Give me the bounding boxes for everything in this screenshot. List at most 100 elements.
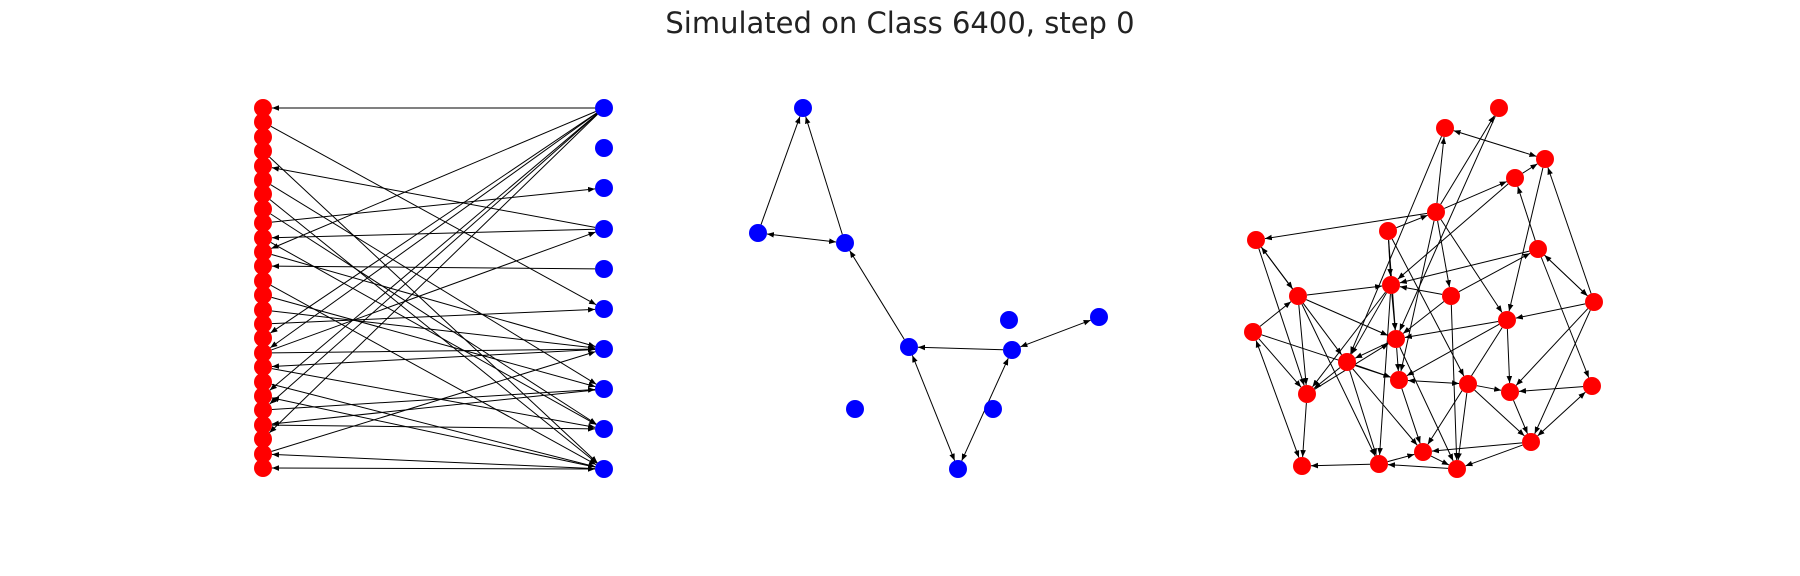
bipartite-node	[595, 260, 613, 278]
dense-graph-edge	[1537, 391, 1586, 437]
bipartite-edge	[271, 387, 596, 410]
dense-graph-edge	[1351, 292, 1387, 355]
dense-graph-edge	[1387, 453, 1415, 463]
bipartite-edge	[270, 241, 597, 426]
bipartite-node	[595, 220, 613, 238]
bipartite-edge	[270, 284, 597, 466]
bipartite-edge	[271, 296, 596, 388]
dense-graph-node	[1583, 377, 1601, 395]
dense-graph-edge	[1518, 386, 1584, 394]
sparse-graph-edge	[849, 250, 905, 340]
bipartite-edge	[269, 199, 598, 464]
sparse-graph-edge	[760, 116, 801, 225]
dense-graph-node	[1522, 433, 1540, 451]
sparse-graph-node	[836, 234, 854, 252]
bipartite-edge	[271, 263, 596, 270]
dense-graph-edge	[1355, 364, 1391, 378]
figure-title: Simulated on Class 6400, step 0	[665, 6, 1135, 40]
bipartite-edge	[271, 389, 596, 427]
sparse-graph-node	[1003, 341, 1021, 359]
bipartite-node	[254, 459, 272, 477]
dense-graph-edge	[1507, 167, 1544, 312]
bipartite-node	[254, 344, 272, 362]
dense-graph-node	[1427, 203, 1445, 221]
dense-graph-edge	[1264, 212, 1428, 241]
dense-graph-node	[1382, 276, 1400, 294]
dense-graph-edge	[1476, 385, 1502, 392]
dense-graph-edge	[1437, 220, 1451, 288]
bipartite-edge	[269, 156, 598, 464]
dense-graph-edge	[1391, 238, 1465, 377]
bipartite-node	[254, 329, 272, 347]
bipartite-edge	[271, 231, 596, 351]
sparse-graph-edge	[917, 344, 1004, 351]
dense-graph-edge	[1444, 181, 1507, 209]
dense-graph-node	[1244, 323, 1262, 341]
dense-graph-node	[1459, 375, 1477, 393]
dense-graph-node	[1289, 287, 1307, 305]
dense-graph-node	[1442, 287, 1460, 305]
dense-graph-edge	[1310, 462, 1371, 469]
dense-graph-edge	[1458, 252, 1531, 293]
dense-graph-edge	[1354, 342, 1389, 359]
bipartite-node	[254, 373, 272, 391]
bipartite-node	[254, 286, 272, 304]
dense-graph-edge	[1300, 402, 1307, 458]
dense-graph-edge	[1259, 301, 1292, 327]
bipartite-node	[254, 301, 272, 319]
bipartite-edge	[271, 351, 596, 452]
dense-graph-node	[1379, 222, 1397, 240]
bipartite-node	[254, 214, 272, 232]
sparse-graph-node	[749, 224, 767, 242]
bipartite-edge	[271, 310, 596, 350]
dense-graph-edge	[1517, 186, 1536, 241]
sparse-graph-edge	[1020, 319, 1091, 348]
bipartite-node	[254, 401, 272, 419]
sparse-graph-edge	[766, 232, 837, 244]
dense-graph-edge	[1430, 455, 1450, 466]
bipartite-edge	[271, 186, 596, 223]
dense-graph-edge	[1298, 304, 1309, 386]
dense-graph-node	[1506, 169, 1524, 187]
nodes-layer	[254, 99, 1603, 478]
dense-graph-edge	[1399, 346, 1454, 462]
bipartite-node	[595, 139, 613, 157]
dense-graph-edge	[1515, 308, 1589, 386]
dense-graph-edge	[1465, 444, 1523, 467]
sparse-graph-node	[984, 400, 1002, 418]
dense-graph-edge	[1544, 254, 1588, 297]
dense-graph-edge	[1515, 303, 1586, 320]
dense-graph-edge	[1258, 248, 1305, 386]
bipartite-node	[254, 243, 272, 261]
dense-graph-node	[1390, 371, 1408, 389]
bipartite-edge	[271, 306, 596, 325]
dense-graph-edge	[1534, 310, 1591, 434]
sparse-graph-node	[1090, 308, 1108, 326]
dense-graph-edge	[1436, 136, 1447, 204]
dense-graph-edge	[1306, 284, 1383, 296]
dense-graph-edge	[1453, 130, 1537, 157]
dense-graph-edge	[1456, 392, 1468, 461]
bipartite-node	[254, 272, 272, 290]
dense-graph-edge	[1352, 368, 1418, 446]
sparse-graph-node	[900, 338, 918, 356]
dense-graph-edge	[1397, 183, 1509, 280]
bipartite-edge	[271, 346, 596, 354]
dense-graph-edge	[1399, 116, 1496, 331]
dense-graph-node	[1529, 240, 1547, 258]
dense-graph-edge	[1301, 303, 1376, 457]
bipartite-edge	[271, 228, 596, 241]
bipartite-edge	[271, 424, 596, 432]
bipartite-node	[254, 142, 272, 160]
sparse-graph-edge	[805, 116, 843, 235]
bipartite-node	[254, 200, 272, 218]
dense-graph-node	[1370, 455, 1388, 473]
dense-graph-node	[1490, 99, 1508, 117]
dense-graph-edge	[1440, 115, 1495, 205]
bipartite-edge	[271, 396, 596, 468]
bipartite-node	[595, 340, 613, 358]
bipartite-node	[254, 229, 272, 247]
bipartite-edge	[271, 166, 596, 228]
sparse-graph-node	[846, 400, 864, 418]
dense-graph-edge	[1440, 219, 1503, 313]
